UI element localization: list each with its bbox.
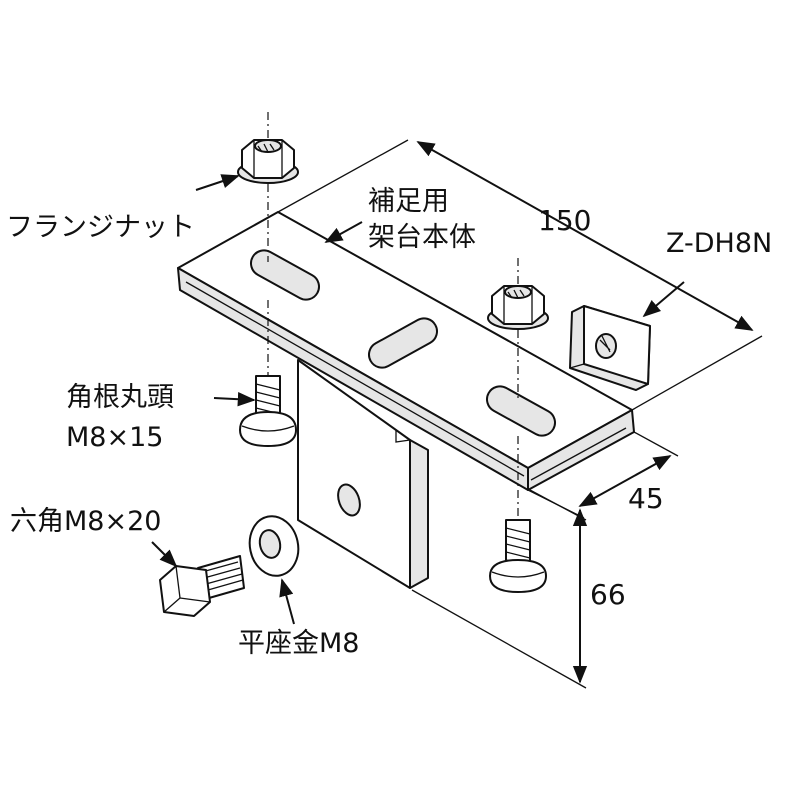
dimension-66 — [411, 489, 588, 689]
label-carriage-bolt-line2: M8×15 — [66, 422, 163, 453]
hex-bolt — [159, 555, 245, 617]
label-frame-body-line1: 補足用 — [368, 186, 449, 217]
label-part-code: Z-DH8N — [666, 228, 772, 259]
label-hex-bolt: 六角M8×20 — [10, 506, 161, 537]
leader-flange-nut — [195, 174, 240, 191]
dimension-150 — [277, 139, 763, 411]
carriage-bolt-left — [239, 375, 297, 447]
top-plate-slot — [486, 385, 556, 437]
flat-washer — [248, 515, 300, 577]
leader-part-code — [642, 281, 685, 318]
flange-nut-top-right — [487, 285, 549, 330]
dimension-45-value: 45 — [628, 482, 664, 515]
carriage-bolt-right — [489, 519, 547, 593]
leader-hex-bolt — [151, 541, 178, 568]
label-carriage-bolt-line1: 角根丸頭 — [66, 382, 174, 413]
dimension-66-value: 66 — [590, 578, 626, 611]
bracket-vertical-web — [297, 359, 429, 589]
label-flat-washer: 平座金M8 — [238, 628, 359, 659]
flange-nut-top-left — [237, 139, 299, 184]
leader-frame-body — [324, 221, 363, 243]
leader-carriage-bolt — [213, 391, 256, 407]
label-flange-nut: フランジナット — [6, 212, 195, 243]
label-frame-body-line2: 架台本体 — [368, 222, 476, 253]
channel-nut-z-dh8n — [569, 304, 651, 391]
top-plate-slot — [250, 249, 320, 301]
dimension-150-value: 150 — [538, 204, 591, 237]
leader-flat-washer — [279, 578, 295, 625]
